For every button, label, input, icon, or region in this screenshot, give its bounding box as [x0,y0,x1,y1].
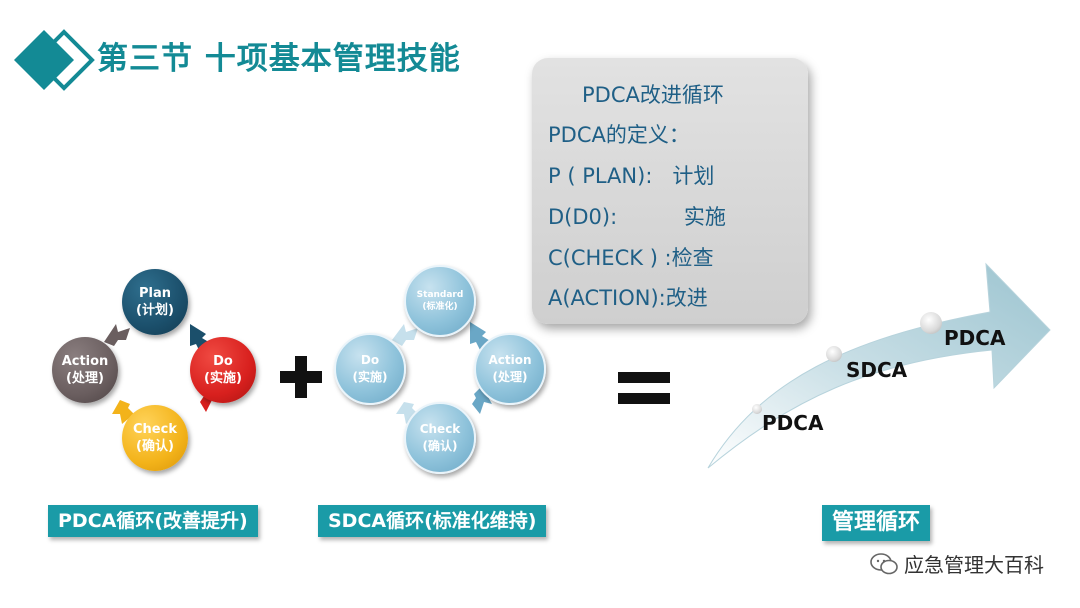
pdca-check-circle: Check (确认) [122,405,188,471]
definition-line-action: A(ACTION):改进 [548,286,708,310]
pdca-label: PDCA循环(改善提升) [48,505,258,537]
sdca-label: SDCA循环(标准化维持) [318,505,547,537]
watermark: 应急管理大百科 [870,549,1044,578]
sdca-do-en: Do [360,353,380,367]
pdca-do-en: Do [213,354,233,369]
wechat-icon [870,552,898,574]
cycle-dot-1 [752,404,762,414]
cycle-dot-3 [920,312,942,334]
cycle-step-1: PDCA [762,411,824,435]
plus-icon [280,356,322,398]
cycle-dot-2 [826,346,842,362]
pdca-action-zh: (处理) [66,371,104,386]
pdca-action-circle: Action (处理) [52,337,118,403]
page-title: 第三节 十项基本管理技能 [97,41,461,77]
pdca-do-circle: Do (实施) [190,337,256,403]
management-cycle-label: 管理循环 [822,505,931,541]
definition-line-check: C(CHECK ) :检查 [548,246,714,270]
equals-icon [618,372,670,404]
pdca-plan-en: Plan [138,286,171,301]
definition-intro: PDCA的定义： [548,123,690,147]
sdca-action-en: Action [488,353,532,367]
pdca-definition-panel: PDCA改进循环 PDCA的定义： P ( PLAN): 计划 D(D0): 实… [532,58,808,324]
cycle-step-2: SDCA [846,358,908,382]
sdca-do-zh: (实施) [352,370,388,384]
diamond-logo-icon [14,29,95,91]
pdca-plan-zh: (计划) [136,303,174,318]
sdca-do-circle: Do (实施) [334,333,406,405]
sdca-check-circle: Check (确认) [404,402,476,474]
watermark-text: 应急管理大百科 [904,553,1044,577]
sdca-standard-zh: (标准化) [422,302,458,312]
sdca-check-en: Check [419,422,461,436]
sdca-standard-en: Standard [416,290,464,300]
management-cycle-arrow [707,262,1051,469]
definition-line-do: D(D0): 实施 [548,205,726,229]
pdca-do-zh: (实施) [204,371,242,386]
sdca-check-zh: (确认) [422,439,458,453]
sdca-action-circle: Action (处理) [474,333,546,405]
definition-heading: PDCA改进循环 [582,83,724,107]
pdca-check-zh: (确认) [136,439,174,454]
definition-line-plan: P ( PLAN): 计划 [548,164,715,188]
cycle-step-3: PDCA [944,326,1006,350]
pdca-check-en: Check [133,422,177,437]
pdca-action-en: Action [61,354,109,369]
sdca-action-zh: (处理) [492,370,528,384]
pdca-plan-circle: Plan (计划) [122,269,188,335]
sdca-standard-circle: Standard (标准化) [404,265,476,337]
